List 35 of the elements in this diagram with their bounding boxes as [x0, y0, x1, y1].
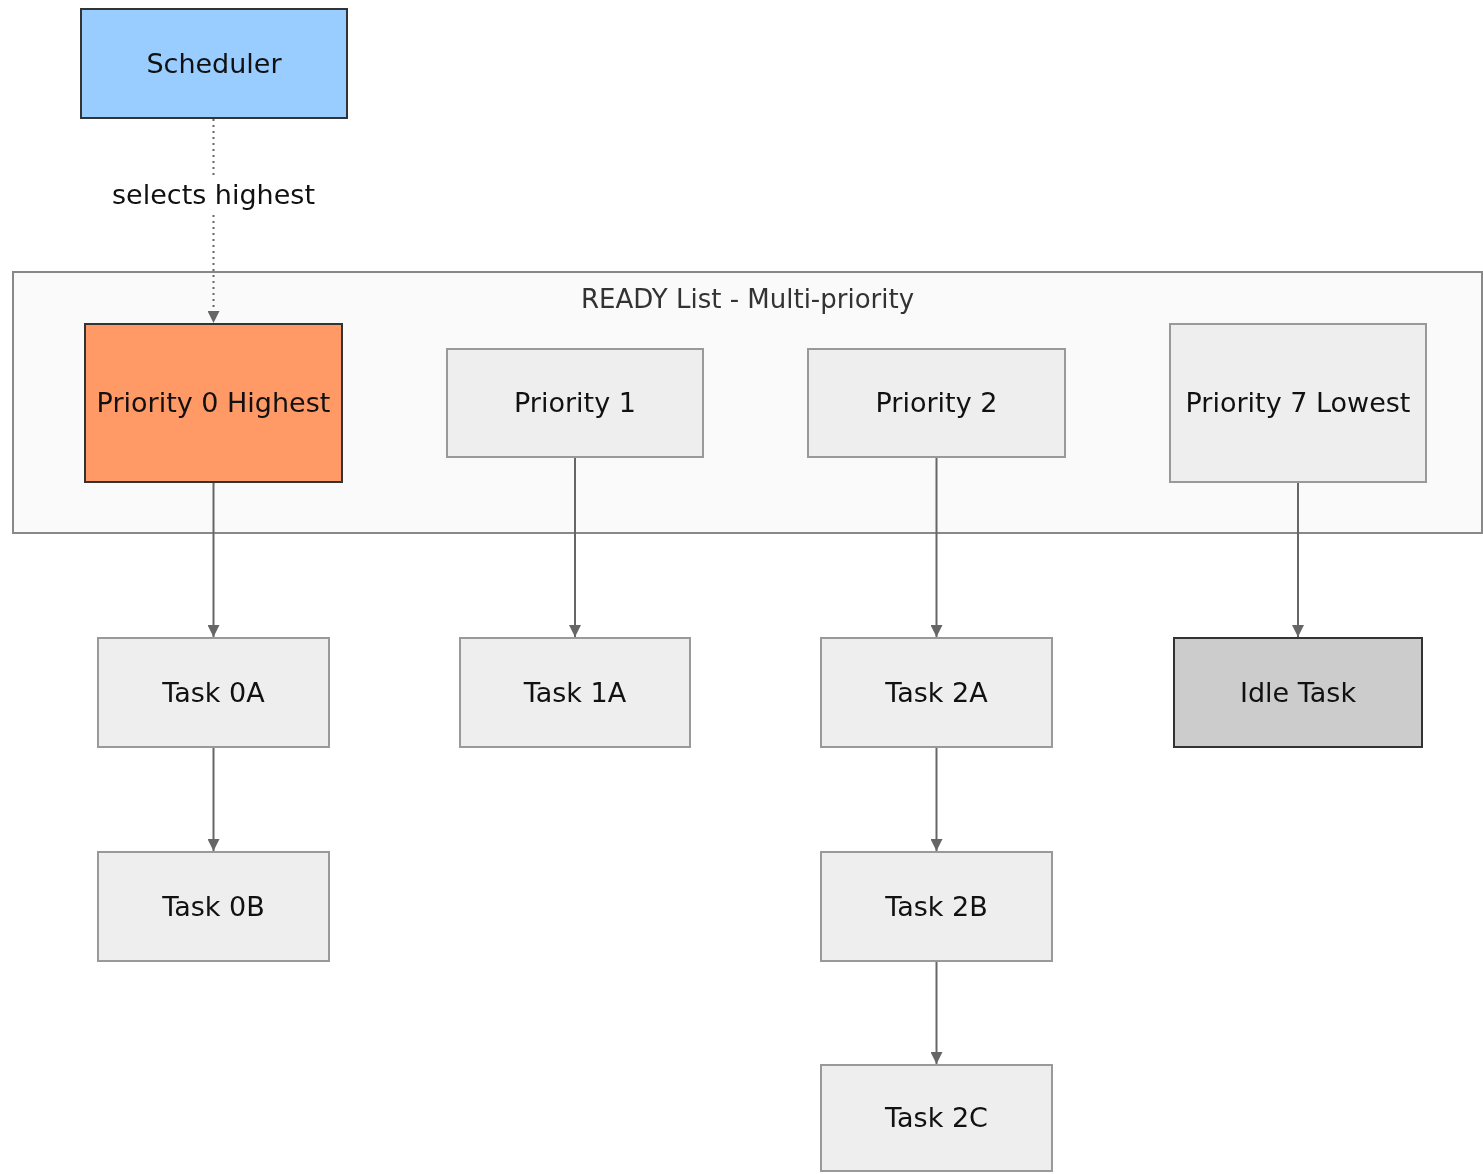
node-label: Task 0A: [162, 675, 265, 710]
arrow: [207, 118, 220, 324]
process-box: [807, 348, 1066, 458]
arrow: [569, 457, 581, 638]
node-label: Priority 1: [514, 386, 636, 421]
process-box: [820, 1064, 1053, 1172]
node-label: Task 0B: [162, 889, 265, 924]
node-label: Idle Task: [1239, 675, 1357, 710]
node-label: Task 2C: [885, 1101, 988, 1136]
arrow: [930, 961, 943, 1065]
process-box: [1169, 323, 1427, 483]
arrow: [207, 747, 220, 852]
edge-label: selects highest: [110, 176, 317, 212]
process-box: [84, 323, 343, 483]
node-label: Task 2B: [885, 889, 988, 924]
process-box: [97, 637, 330, 748]
node-label: Task 1A: [523, 675, 627, 710]
process-box: [97, 851, 330, 962]
node-label: Priority 7 Lowest: [1185, 386, 1411, 421]
node-label: Scheduler: [146, 46, 282, 81]
arrow: [930, 747, 943, 852]
process-box: [820, 851, 1053, 962]
process-box: [80, 8, 348, 119]
process-box: [1173, 637, 1423, 748]
node-label: Priority 2: [875, 386, 998, 421]
group-title: READY List - Multi-priority: [580, 283, 915, 316]
process-box: [459, 637, 691, 748]
process-box: [820, 637, 1053, 748]
node-label: Priority 0 Highest: [96, 386, 331, 421]
arrow: [1292, 482, 1304, 638]
arrow: [930, 457, 943, 638]
node-label: Task 2A: [885, 675, 988, 710]
arrow: [207, 482, 220, 638]
group-panel: [12, 271, 1483, 534]
process-box: [446, 348, 704, 458]
